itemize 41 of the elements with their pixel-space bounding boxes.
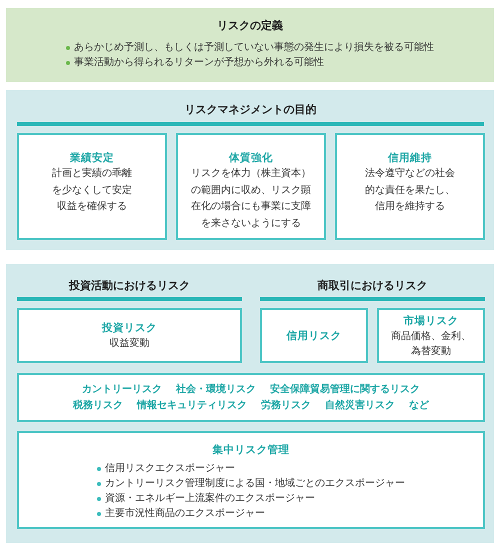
description-text: 収益変動 bbox=[108, 336, 150, 351]
section-heading: 商取引におけるリスク bbox=[316, 278, 428, 294]
risk-label: 情報セキュリティリスク bbox=[137, 398, 247, 413]
item-title: 投資リスク bbox=[102, 321, 157, 336]
card bbox=[176, 133, 326, 240]
risk-label: 労務リスク bbox=[261, 398, 311, 413]
card bbox=[17, 373, 485, 422]
item-title: 体質強化 bbox=[229, 151, 273, 166]
bullet-text: あらかじめ予測し、もしくは予測していない事態の発生により損失を被る可能性 bbox=[74, 40, 434, 55]
item-title: 信用リスク bbox=[286, 328, 342, 344]
card bbox=[260, 308, 368, 363]
item-title: 市場リスク bbox=[404, 314, 458, 328]
description-text: 計画と実績の乖離を少なくして安定収益を確保する bbox=[51, 166, 133, 214]
section-heading: 投資活動におけるリスク bbox=[68, 278, 191, 294]
item-title: 信用維持 bbox=[388, 151, 432, 166]
card bbox=[17, 431, 485, 529]
section-title: リスクの定義 bbox=[216, 18, 284, 33]
item-title: 業績安定 bbox=[70, 150, 114, 166]
bullet-text: カントリーリスク管理制度による国・地域ごとのエクスポージャー bbox=[105, 476, 405, 491]
risk-label: 社会・環境リスク bbox=[176, 382, 256, 397]
card bbox=[377, 308, 485, 363]
section-heading: リスクマネジメントの目的 bbox=[184, 102, 318, 118]
risk-label: カントリーリスク bbox=[82, 383, 162, 397]
description-text: リスクを体力（株主資本）の範囲内に収め、リスク顕在化の場合にも事業に支障を来さないようにする bbox=[190, 166, 312, 230]
bullet-text: 事業活動から得られるリターンが予想から外れる可能性 bbox=[74, 56, 324, 70]
section-panel bbox=[6, 90, 494, 250]
risk-label: 安全保障貿易管理に関するリスク bbox=[270, 382, 420, 397]
risk-label: 税務リスク bbox=[73, 398, 123, 413]
card bbox=[17, 133, 167, 240]
bullet-text: 信用リスクエクスポージャー bbox=[105, 462, 235, 476]
bullet-text: 主要市況性商品のエクスポージャー bbox=[105, 506, 265, 521]
info-panel bbox=[6, 8, 494, 82]
card bbox=[17, 308, 242, 363]
description-text: 法令遵守などの社会的な責任を果たし、信用を維持する bbox=[364, 166, 456, 214]
bullet-text: 資源・エネルギー上流案件のエクスポージャー bbox=[105, 492, 315, 506]
risk-label: 自然災害リスク bbox=[325, 398, 395, 413]
card bbox=[335, 133, 485, 240]
description-text: 商品価格、金利、為替変動 bbox=[390, 330, 472, 358]
item-title: 集中リスク管理 bbox=[212, 443, 290, 458]
risk-label: など bbox=[409, 399, 429, 413]
section-panel bbox=[6, 264, 494, 543]
